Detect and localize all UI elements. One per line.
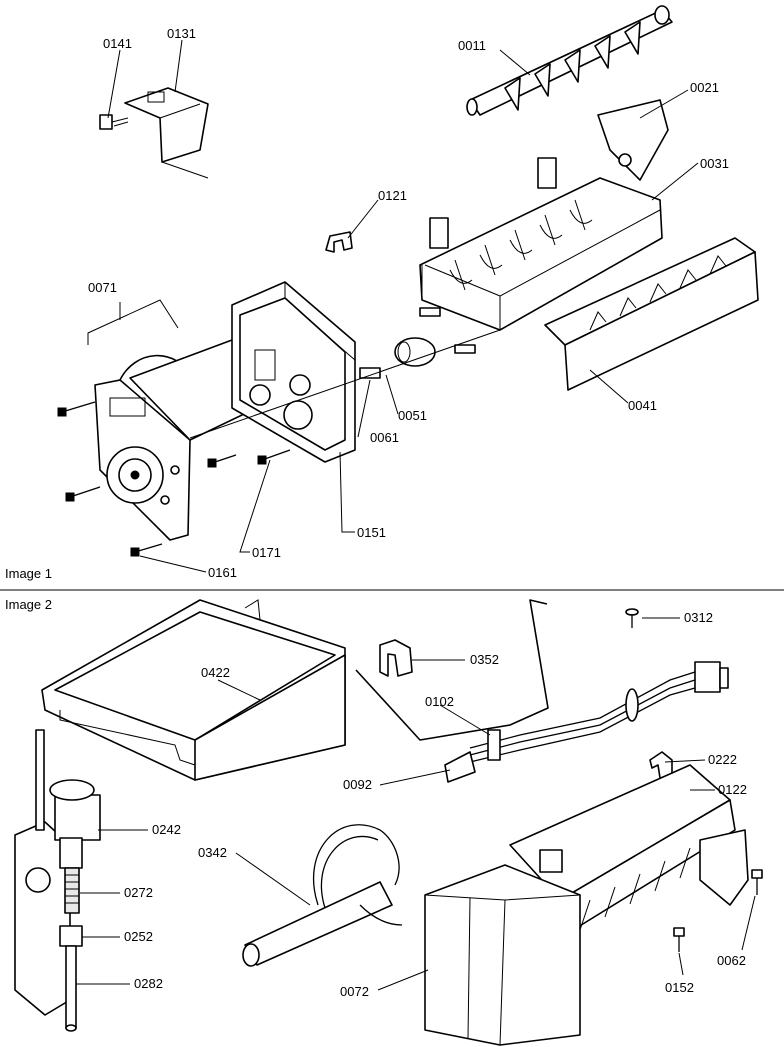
motor-assembly-0071 — [94, 339, 291, 541]
label-0102: 0102 — [425, 694, 454, 709]
shaft-line — [189, 329, 501, 439]
fill-tube-0342 — [242, 824, 403, 967]
section-title-image-2: Image 2 — [5, 597, 52, 612]
screw-0171 — [257, 449, 291, 465]
image2-leaders — [76, 617, 756, 991]
label-0252: 0252 — [124, 929, 153, 944]
label-0061: 0061 — [370, 430, 399, 445]
clip-0352 — [379, 639, 413, 677]
label-0422: 0422 — [201, 665, 230, 680]
label-0131: 0131 — [167, 26, 196, 41]
connector-0092 — [444, 751, 476, 783]
label-0272: 0272 — [124, 885, 153, 900]
label-0282: 0282 — [134, 976, 163, 991]
label-0122: 0122 — [718, 782, 747, 797]
label-0041: 0041 — [628, 398, 657, 413]
bracket-0131 — [124, 87, 209, 179]
wire-harness — [469, 661, 729, 763]
label-0171: 0171 — [252, 545, 281, 560]
screw-0312 — [625, 608, 639, 628]
screw-0161 — [130, 543, 163, 557]
ice-mold-0031 — [419, 157, 663, 331]
label-0051: 0051 — [398, 408, 427, 423]
label-0242: 0242 — [152, 822, 181, 837]
label-0342: 0342 — [198, 845, 227, 860]
thermostat-0051 — [359, 337, 436, 379]
housing-0151 — [231, 281, 356, 463]
label-0071: 0071 — [88, 280, 117, 295]
section-title-image-1: Image 1 — [5, 566, 52, 581]
screws-0071 — [57, 401, 237, 502]
label-0121: 0121 — [378, 188, 407, 203]
label-0312: 0312 — [684, 610, 713, 625]
label-0072: 0072 — [340, 984, 369, 999]
shutoff-arm-0102 — [355, 599, 549, 741]
label-0021: 0021 — [690, 80, 719, 95]
water-valve-0242 — [14, 729, 101, 1016]
label-0141: 0141 — [103, 36, 132, 51]
spring-0272 — [64, 867, 80, 914]
tube-0282 — [65, 945, 77, 1032]
ice-bin-0422 — [41, 599, 346, 781]
label-0031: 0031 — [700, 156, 729, 171]
label-0151: 0151 — [357, 525, 386, 540]
cover-0041 — [544, 237, 759, 391]
label-0352: 0352 — [470, 652, 499, 667]
front-cover-0072 — [424, 864, 581, 1046]
label-0062: 0062 — [717, 953, 746, 968]
clip-0121 — [325, 231, 353, 253]
ejector-0011 — [466, 5, 673, 116]
heater-pins-0061 — [419, 307, 476, 354]
screw-0062 — [751, 869, 763, 895]
stripper-0021 — [597, 99, 669, 181]
label-0161: 0161 — [208, 565, 237, 580]
screw-0141 — [99, 114, 129, 130]
label-0092: 0092 — [343, 777, 372, 792]
label-0011: 0011 — [458, 38, 486, 53]
label-0152: 0152 — [665, 980, 694, 995]
image1-leaders — [87, 39, 699, 573]
screw-0152 — [673, 927, 685, 952]
fitting-0252 — [59, 925, 83, 947]
label-0222: 0222 — [708, 752, 737, 767]
icemaker-0122 — [509, 764, 749, 936]
